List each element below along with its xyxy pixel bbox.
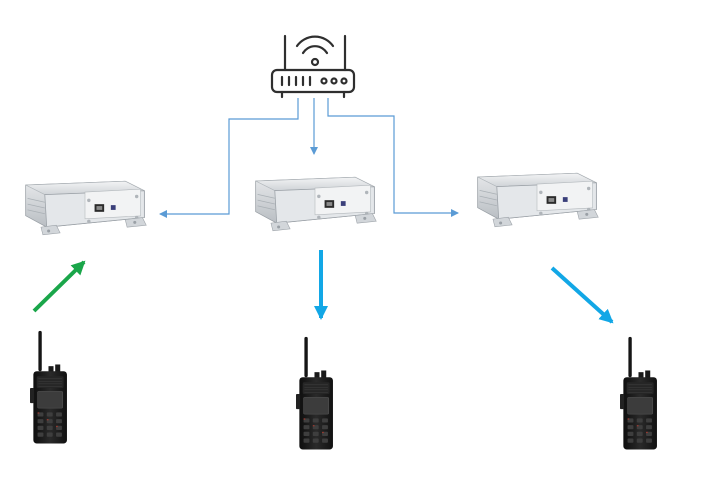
walkie-talkie-left — [30, 330, 68, 444]
arrow-radio-left-to-gateway — [32, 260, 86, 313]
arrow-gateway-right-to-radio — [550, 266, 614, 324]
walkie-talkie-center — [296, 336, 334, 450]
router-links — [159, 98, 459, 218]
link-router-to-gateway-left — [159, 98, 299, 218]
wifi-router-icon — [270, 34, 356, 99]
gateway-box-center — [255, 176, 377, 232]
gateway-box-left — [25, 180, 147, 236]
walkie-talkie-right — [620, 336, 658, 450]
link-router-to-gateway-right — [327, 98, 459, 217]
gateway-box-right — [477, 172, 599, 228]
